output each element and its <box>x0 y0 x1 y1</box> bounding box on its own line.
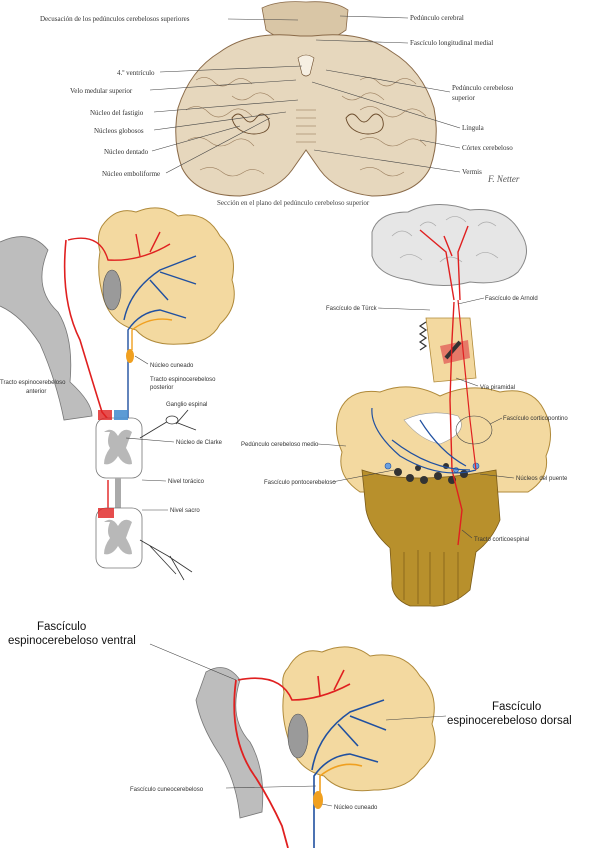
label-via-piramidal: Vía piramidal <box>480 385 515 391</box>
cuneate-nucleus-fig2 <box>126 349 134 363</box>
label-tracto-posterior-2: posterior <box>150 385 173 391</box>
label-nucleos-puente: Núcleos del puente <box>516 476 568 482</box>
red-fibers-fig4 <box>237 669 351 701</box>
anterior-tract-segment <box>98 410 112 420</box>
label-cuarto-ventriculo: 4.º ventrículo <box>117 69 155 77</box>
midbrain-edge <box>418 321 428 351</box>
label-pedunculo-superior: Pedúnculo cerebeloso <box>452 84 514 92</box>
medulla-ridges <box>403 550 459 604</box>
dorsal-tract-blue <box>313 753 379 848</box>
gray-matter-thoracic <box>104 429 132 465</box>
label-nivel-toracico: Nivel torácico <box>168 479 205 485</box>
label-pedunculo-cerebral: Pedúnculo cerebral <box>410 14 464 22</box>
artist-signature: F. Netter <box>487 174 520 184</box>
spinocerebellar-figure: Núcleo cuneado Tracto espinocerebeloso p… <box>0 207 235 581</box>
label-fasciculo-arnold: Fascículo de Arnold <box>485 296 538 302</box>
corticospinal-red <box>449 301 463 546</box>
posterior-tract-segment <box>114 410 128 420</box>
label-nucleo-clarke: Núcleo de Clarke <box>176 440 223 446</box>
vermis <box>296 109 316 143</box>
orange-fibers-fig4 <box>319 763 363 796</box>
cerebellar-section-figure: F. Netter Decusación de los pedúnculos c… <box>40 1 520 207</box>
blue-fibers-fig4 <box>311 699 387 771</box>
spinal-ganglion <box>165 415 179 425</box>
label-pedunculo-medio: Pedúnculo cerebeloso medio <box>241 442 319 448</box>
label-pedunculo-superior-2: superior <box>452 94 476 102</box>
label-tracto-posterior: Tracto espinocerebeloso <box>150 377 216 383</box>
label-lingula: Língula <box>462 124 485 132</box>
label-fasciculo-dorsal-2: espinocerebeloso dorsal <box>447 715 572 727</box>
label-nucleo-cuneado-fig2: Núcleo cuneado <box>150 363 194 369</box>
corticopontine-figure: Fascículo de Türck Fascículo de Arnold V… <box>241 203 568 607</box>
label-fasciculo-longitudinal: Fascículo longitudinal medial <box>410 39 493 47</box>
label-nucleo-dentado: Núcleo dentado <box>104 148 149 156</box>
label-ganglio-espinal: Ganglio espinal <box>166 402 207 408</box>
label-fasciculo-cuneocerebeloso: Fascículo cuneocerebeloso <box>130 787 204 793</box>
ventral-tract-red <box>233 679 289 848</box>
label-vermis: Vermis <box>462 168 482 176</box>
brainstem-outline-fig2 <box>0 236 93 421</box>
fascicle-zoom-figure: Fascículo espinocerebeloso ventral Fascí… <box>8 621 572 848</box>
cerebral-hemisphere <box>371 203 527 286</box>
gray-matter-sacral <box>104 519 132 555</box>
label-cortex-cerebeloso: Córtex cerebeloso <box>462 144 513 152</box>
pontocerebellar-blue <box>371 407 477 474</box>
label-decusacion: Decusación de los pedúnculos cerebelosos… <box>40 15 190 23</box>
cerebellum-fig2 <box>97 207 235 345</box>
spinal-ganglion-fibers <box>139 409 197 439</box>
sacral-fibers <box>139 539 193 581</box>
label-nucleo-cuneado-fig4: Núcleo cuneado <box>334 805 378 811</box>
label-nucleos-globosos: Núcleos globosos <box>94 127 144 135</box>
posterior-tract-blue <box>127 309 187 420</box>
corticopontine-red <box>457 299 477 471</box>
label-nivel-sacro: Nivel sacro <box>170 508 200 514</box>
label-tracto-anterior-2: anterior <box>26 389 46 395</box>
fourth-ventricle <box>297 54 315 77</box>
label-tracto-anterior: Tracto espinocerebeloso <box>0 380 66 386</box>
label-nucleo-fastigio: Núcleo del fastigio <box>90 109 144 117</box>
cerebellum-section <box>175 34 437 197</box>
corticopontine-circle <box>455 415 493 445</box>
orange-fibers-fig2 <box>131 318 173 350</box>
cuneate-nucleus-fig4 <box>313 791 323 809</box>
anterior-tract-red <box>63 239 113 425</box>
label-fasciculo-pontocerebeloso: Fascículo pontocerebeloso <box>264 480 336 486</box>
peduncle-fig2 <box>102 269 122 311</box>
cerebellar-folia <box>185 77 427 177</box>
brainstem-outline-fig4 <box>195 667 264 819</box>
dentate-nucleus-right <box>345 113 384 135</box>
red-fibers-fig2 <box>67 231 171 261</box>
label-nucleo-emboliforme: Núcleo emboliforme <box>102 170 160 178</box>
substantia-nigra <box>444 340 462 360</box>
label-tracto-corticoespinal: Tracto corticoespinal <box>474 537 529 543</box>
label-fasciculo-corticopontino: Fascículo corticopontino <box>503 416 568 422</box>
figure1-caption: Sección en el plano del pedúnculo cerebe… <box>217 199 370 207</box>
peduncle-fig4 <box>287 713 309 759</box>
label-fasciculo-ventral-2: espinocerebeloso ventral <box>8 635 136 647</box>
cerebral-gyri <box>391 216 499 263</box>
label-fasciculo-ventral: Fascículo <box>37 621 86 633</box>
sacral-red-segment <box>98 508 114 518</box>
cortical-fibers <box>419 225 469 301</box>
blue-fibers-fig2 <box>123 255 197 321</box>
cerebellar-ventricle-fig3 <box>403 412 462 445</box>
label-fasciculo-dorsal: Fascículo <box>492 701 541 713</box>
label-fasciculo-turck: Fascículo de Türck <box>326 306 378 312</box>
label-velo-medular: Velo medular superior <box>70 87 133 95</box>
